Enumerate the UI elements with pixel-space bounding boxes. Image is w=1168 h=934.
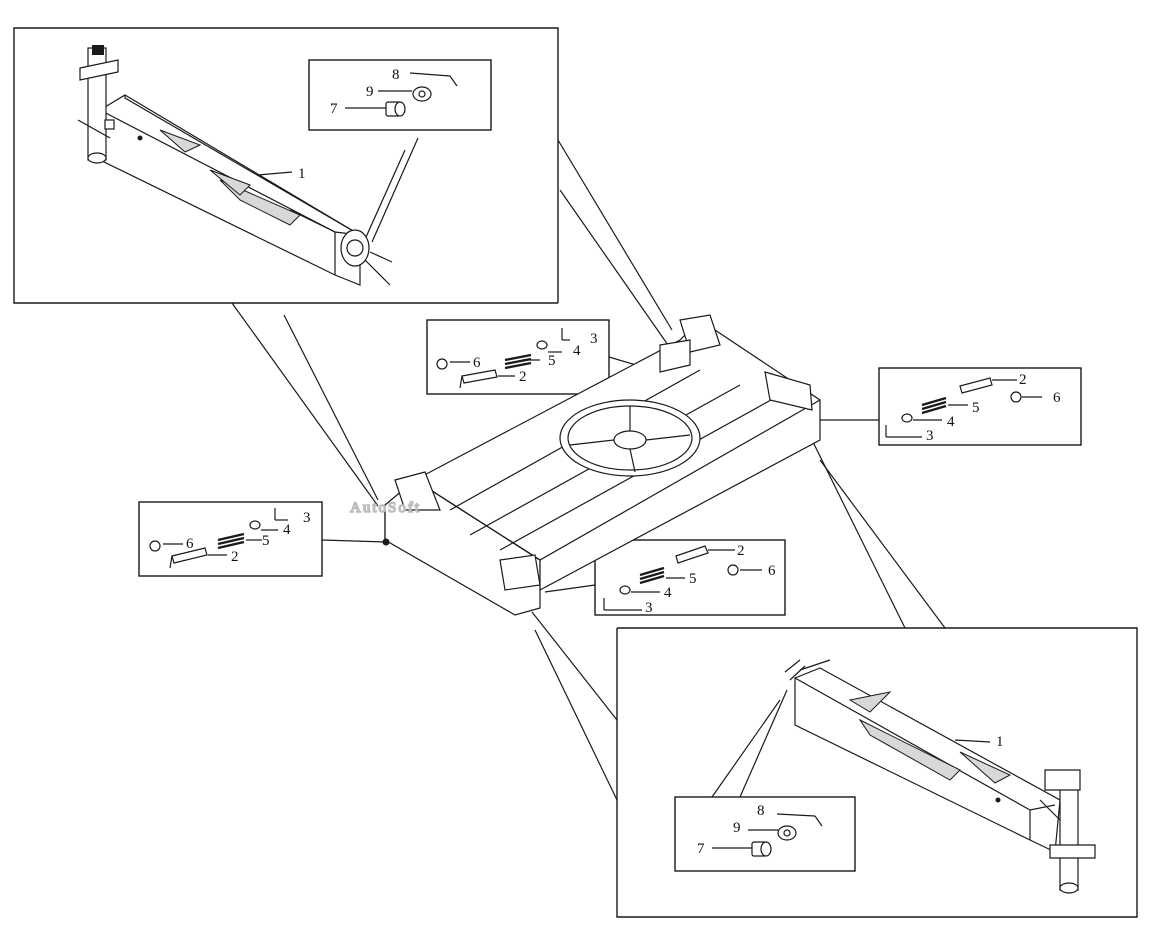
label-cap-left: 6 xyxy=(186,536,194,552)
beam-top-left xyxy=(77,45,393,286)
label-washer-top: 9 xyxy=(366,84,374,100)
latch-set-mid-top xyxy=(436,328,570,389)
label-spring-left: 5 xyxy=(262,533,270,549)
detail-box-pin-bottom xyxy=(674,796,856,872)
label-spring-mid-bottom: 5 xyxy=(689,571,697,587)
detail-box-bottom-right xyxy=(616,627,1138,918)
detail-box-left xyxy=(138,501,323,577)
main-frame xyxy=(382,314,821,616)
label-beam-top: 1 xyxy=(298,166,306,182)
beam-bottom-right xyxy=(784,659,1096,894)
label-cap-mid-top: 6 xyxy=(473,355,481,371)
latch-set-mid-bottom xyxy=(603,545,762,611)
label-clip-left: 3 xyxy=(303,510,311,526)
label-clip-mid-top: 3 xyxy=(590,331,598,347)
label-bolt-right: 2 xyxy=(1019,372,1027,388)
label-washer-mid-bottom: 4 xyxy=(664,585,672,601)
label-cotter-bottom: 8 xyxy=(757,803,765,819)
label-clip-right: 3 xyxy=(926,428,934,444)
watermark: AutoSoft xyxy=(350,500,421,516)
label-spring-mid-top: 5 xyxy=(548,353,556,369)
label-beam-bottom: 1 xyxy=(996,734,1004,750)
label-cap-right: 6 xyxy=(1053,390,1061,406)
label-spring-right: 5 xyxy=(972,400,980,416)
label-bolt-mid-top: 2 xyxy=(519,369,527,385)
label-clip-mid-bottom: 3 xyxy=(645,600,653,616)
latch-set-right xyxy=(885,377,1042,438)
label-washer-mid-top: 4 xyxy=(573,343,581,359)
label-cap-mid-bottom: 6 xyxy=(768,563,776,579)
pin-set-top xyxy=(345,72,458,117)
label-washer-left: 4 xyxy=(283,522,291,538)
label-pin-bottom: 7 xyxy=(697,841,705,857)
label-pin-top: 7 xyxy=(330,101,338,117)
latch-set-left xyxy=(149,508,288,569)
label-washer-right: 4 xyxy=(947,414,955,430)
label-washer-bottom: 9 xyxy=(733,820,741,836)
pin-set-bottom xyxy=(712,813,823,857)
label-bolt-mid-bottom: 2 xyxy=(737,543,745,559)
detail-box-top-left xyxy=(13,27,559,304)
detail-box-mid-bottom xyxy=(594,539,786,616)
detail-box-pin-top xyxy=(308,59,492,131)
label-bolt-left: 2 xyxy=(231,549,239,565)
label-cotter-top: 8 xyxy=(392,67,400,83)
detail-box-right xyxy=(878,367,1082,446)
